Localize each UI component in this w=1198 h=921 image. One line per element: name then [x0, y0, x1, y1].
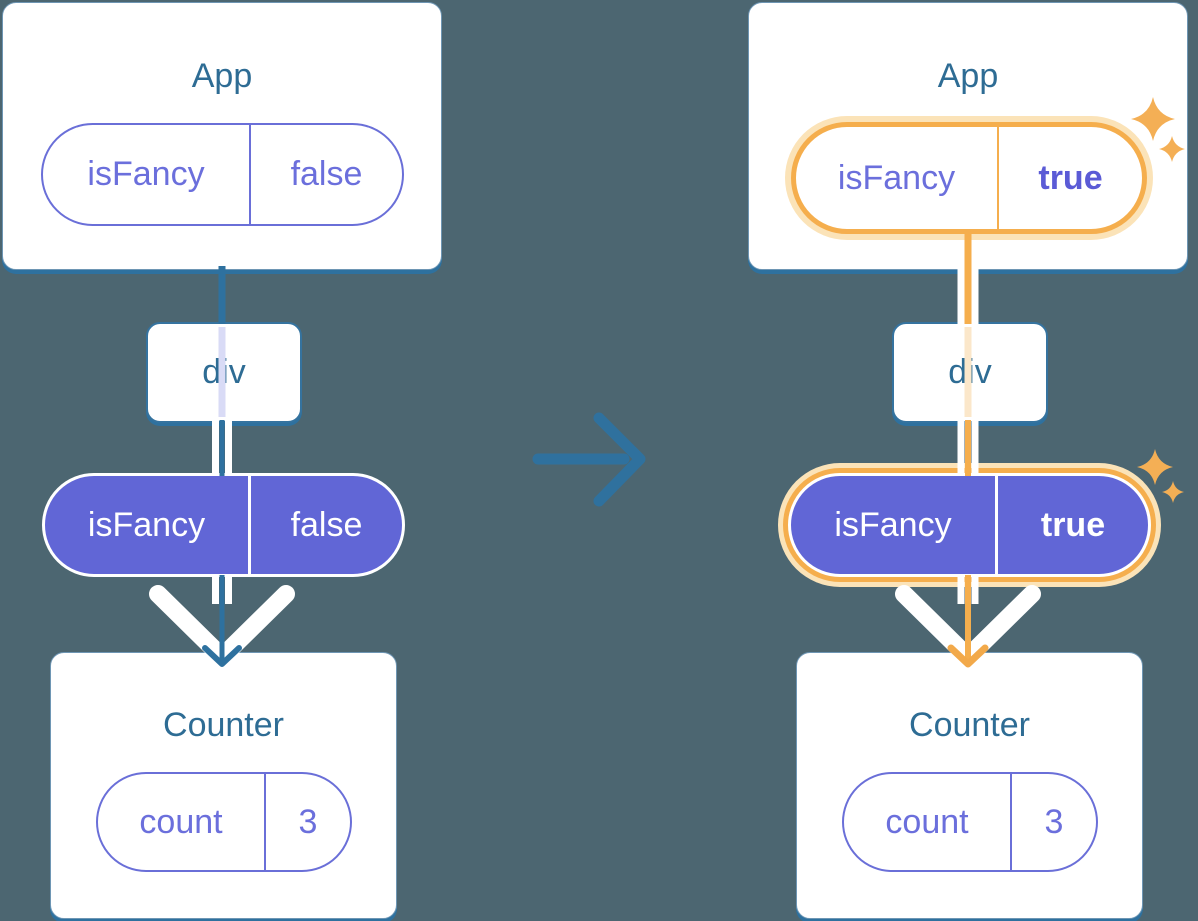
counter-title: Counter [909, 706, 1030, 744]
state-key: count [139, 802, 223, 841]
app-card-after: App isFancy true [748, 2, 1188, 270]
prop-value: false [248, 476, 402, 574]
prop-key: isFancy [834, 505, 952, 544]
div-title: div [202, 353, 246, 391]
app-card-before: App isFancy false [2, 2, 442, 270]
app-title: App [191, 57, 253, 95]
transition-arrow-icon [532, 412, 646, 507]
div-card-before: div [146, 322, 302, 423]
app-state-pill-highlighted: isFancy true [791, 122, 1147, 234]
state-key: isFancy [87, 155, 205, 193]
counter-state-pill: count 3 [842, 772, 1098, 872]
prop-pill-after-highlighted: isFancy true [788, 473, 1151, 577]
state-key: count [885, 802, 969, 841]
state-key: isFancy [837, 158, 956, 197]
div-title: div [948, 353, 992, 391]
white-arrowhead-icon [895, 585, 1041, 666]
sparkle-icon [1137, 449, 1184, 503]
div-card-after: div [892, 322, 1048, 423]
counter-card-after: Counter count 3 [796, 652, 1143, 919]
state-value: 3 [1010, 774, 1096, 870]
counter-card-before: Counter count 3 [50, 652, 397, 919]
counter-title: Counter [163, 706, 284, 744]
prop-flow-line-after [895, 234, 1041, 668]
app-title: App [937, 57, 999, 95]
state-value: 3 [264, 774, 350, 870]
state-value: false [249, 125, 402, 224]
counter-state-pill: count 3 [96, 772, 352, 872]
white-arrowhead-icon [149, 585, 295, 666]
prop-value: true [995, 476, 1148, 574]
prop-key: isFancy [87, 505, 206, 544]
prop-pill-before: isFancy false [42, 473, 405, 577]
app-state-pill: isFancy false [41, 123, 404, 226]
state-value: true [997, 127, 1142, 229]
